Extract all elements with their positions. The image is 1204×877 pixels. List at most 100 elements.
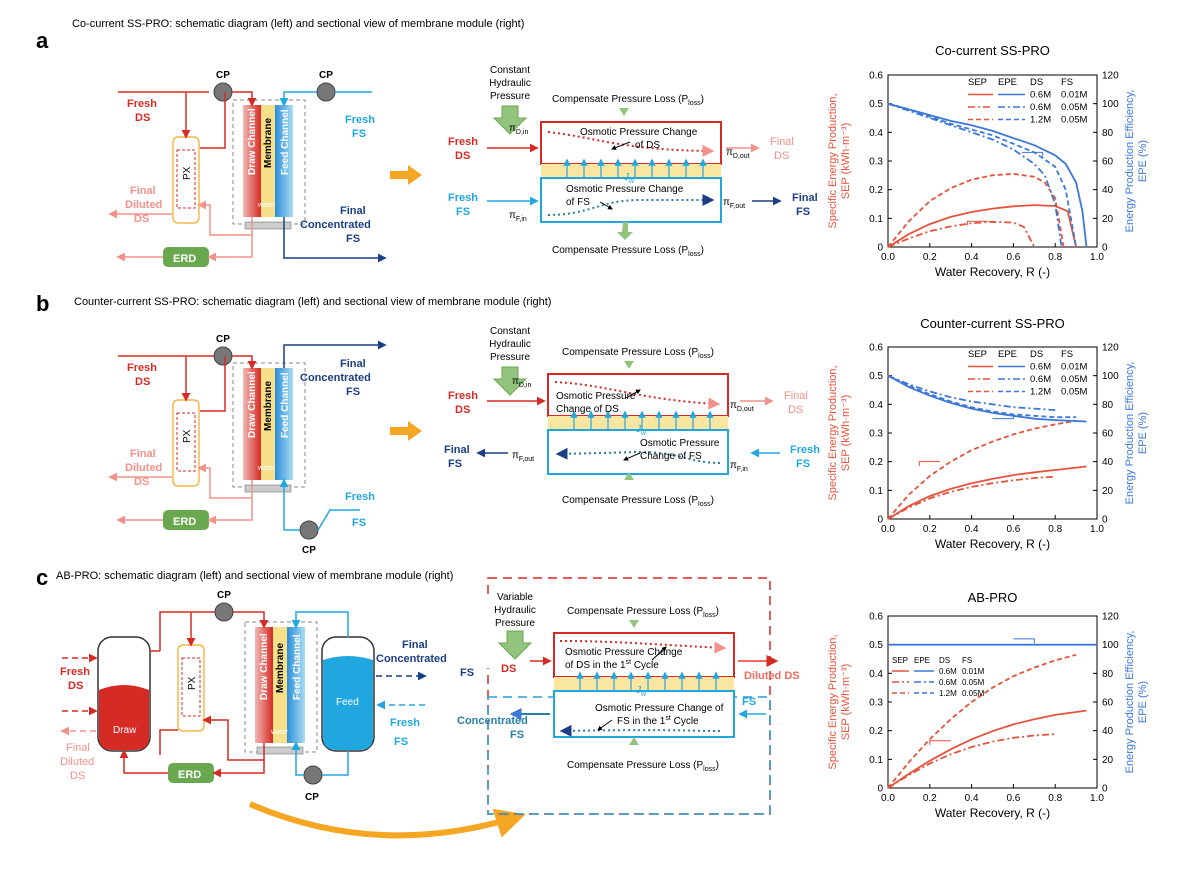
legend-fs-value: 0.05M <box>1061 102 1087 113</box>
y-left-tick-label: 0.2 <box>869 457 883 468</box>
feed-channel-label: Feed Channel <box>280 372 291 438</box>
sep-series-line <box>887 419 1077 520</box>
jw-subscript: w <box>641 691 647 698</box>
epe-series-line <box>887 374 1077 419</box>
y-left-tick-label: 0.4 <box>869 669 883 680</box>
loss-label-bottom: Compensate Pressure Loss (P <box>562 495 699 506</box>
y-left-tick-label: 0.1 <box>869 755 883 766</box>
loss-label-top: Compensate Pressure Loss (P <box>552 94 689 105</box>
y-right-axis-label: Energy Production Efficiency,EPE (%) <box>1124 631 1149 774</box>
fresh-fs-label: Fresh <box>390 717 420 729</box>
legend-header: SEP <box>968 77 987 88</box>
ds-in-label: DS <box>455 404 470 416</box>
px-inner <box>181 657 201 717</box>
flow-line <box>159 611 215 651</box>
svg-text:Jw: Jw <box>623 172 635 185</box>
osmotic-ds-label: Osmotic Pressure Change <box>565 647 683 658</box>
y-right-tick-label: 20 <box>1102 755 1114 766</box>
legend-fs-value: 0.05M <box>1061 115 1087 126</box>
x-tick-label: 0.8 <box>1048 793 1062 804</box>
y-left-tick-label: 0.1 <box>869 486 883 497</box>
final-fs-label: FS <box>346 233 360 245</box>
svg-text:πF,out: πF,out <box>723 197 745 210</box>
y-left-tick-label: 0.4 <box>869 400 883 411</box>
draw-channel <box>255 627 273 743</box>
module-base <box>244 484 292 493</box>
x-tick-label: 1.0 <box>1090 524 1104 535</box>
water-label: water <box>257 202 276 209</box>
membrane-layer <box>261 368 275 480</box>
legend-fs-value: 0.01M <box>1061 90 1087 101</box>
x-tick-label: 1.0 <box>1090 252 1104 263</box>
sep-series-line <box>887 475 1056 520</box>
x-axis-label: Water Recovery, R (-) <box>935 537 1050 551</box>
orange-arrow <box>390 421 422 441</box>
osmotic-ds-label: Osmotic Pressure Change <box>580 127 698 138</box>
erd-label: ERD <box>173 516 196 528</box>
callout-arrow <box>623 452 641 461</box>
y-left-axis-label-line: SEP (kWh·m⁻³) <box>840 664 852 741</box>
superscript: st <box>665 715 671 722</box>
fs-osmotic-curve <box>547 194 715 216</box>
draw-channel-label: Draw Channel <box>247 371 258 438</box>
y-left-axis-label-line: Specific Energy Production, <box>827 93 839 228</box>
small-green-arrow <box>624 472 634 480</box>
svg-text:Compensate Pressure Loss (Plos: Compensate Pressure Loss (Ploss) <box>552 245 704 258</box>
y-right-tick-label: 120 <box>1102 343 1119 354</box>
fresh-ds-label: DS <box>68 680 83 692</box>
svg-text:πF,in: πF,in <box>509 210 527 223</box>
loss-label-bottom: Compensate Pressure Loss (P <box>552 245 689 256</box>
fs-in-label: FS <box>456 206 470 218</box>
flow-line <box>317 509 360 531</box>
y-right-axis-label: Energy Production Efficiency,EPE (%) <box>1124 90 1149 233</box>
final-ds-label: DS <box>70 770 85 782</box>
final-ds-label: Final <box>130 448 156 460</box>
epe-series-line <box>887 102 1063 248</box>
y-right-axis-label-line: EPE (%) <box>1137 140 1149 182</box>
flow-line <box>197 200 253 236</box>
panel-c: c AB-PRO: schematic diagram (left) and s… <box>36 565 800 839</box>
hydraulic-pressure-label: Hydraulic <box>489 78 531 89</box>
loss-close: ) <box>711 495 714 506</box>
y-left-tick-label: 0 <box>877 784 883 795</box>
membrane-strip <box>548 416 728 430</box>
loss-label-top: Compensate Pressure Loss (P <box>567 606 704 617</box>
legend-ds-value: 1.2M <box>1030 387 1051 398</box>
hydraulic-pressure-label: Hydraulic <box>494 605 536 616</box>
panel-letter-a: a <box>36 28 49 53</box>
fresh-fs-label: FS <box>352 128 366 140</box>
membrane-strip <box>541 164 721 178</box>
osmotic-fs-label: Osmotic Pressure Change <box>566 184 684 195</box>
ds-channel-box <box>540 121 722 165</box>
fs-in-label: Fresh <box>790 444 820 456</box>
cp-label: CP <box>302 545 316 556</box>
y-right-tick-label: 0 <box>1102 784 1108 795</box>
y-right-tick-label: 60 <box>1102 429 1114 440</box>
cp-pump-fs <box>299 520 319 540</box>
callout-arrow <box>611 141 631 150</box>
feed-channel <box>275 368 293 480</box>
px-label: PX <box>182 166 193 180</box>
pi-f-out: π <box>723 197 730 208</box>
svg-text:Jw: Jw <box>635 685 647 698</box>
callout-arrow <box>625 389 641 399</box>
x-tick-label: 0.6 <box>1006 524 1020 535</box>
fs-out-label: Final <box>444 444 470 456</box>
final-ds-label: Diluted <box>125 462 162 474</box>
final-ds-label: DS <box>134 213 149 225</box>
x-tick-label: 0.8 <box>1048 524 1062 535</box>
final-fs-label: Concentrated <box>376 653 447 665</box>
svg-text:πD,in: πD,in <box>512 376 531 389</box>
erd-label: ERD <box>173 253 196 265</box>
orange-curved-arrow <box>248 801 526 839</box>
feed-channel-label: Feed Channel <box>280 109 291 175</box>
draw-tank-label: Draw <box>113 725 137 736</box>
schematic-a: Draw Channel Membrane Feed Channel water… <box>108 70 387 267</box>
